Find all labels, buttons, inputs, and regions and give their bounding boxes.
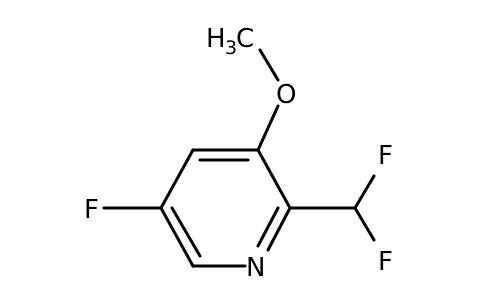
bond-c4-c5 bbox=[159, 148, 195, 210]
methyl-c-label: C bbox=[236, 24, 254, 54]
bond-c5-c6-double bbox=[170, 206, 202, 258]
bond-chf2-f-bottom bbox=[353, 206, 376, 242]
bond-c2-c3 bbox=[256, 148, 292, 210]
fluorine-ring-label: F bbox=[84, 195, 99, 225]
fluorine-bottom-label: F bbox=[378, 247, 393, 277]
bond-n-c2 bbox=[266, 206, 292, 252]
oxygen-label: O bbox=[276, 80, 296, 110]
bond-ch3-o bbox=[258, 48, 280, 82]
bond-o-c3 bbox=[256, 104, 280, 152]
bond-group bbox=[102, 48, 376, 268]
nitrogen-label: N bbox=[246, 253, 265, 283]
bond-n-c2-double bbox=[256, 206, 280, 248]
methyl-h-subscript: 3 bbox=[225, 37, 237, 59]
bond-c5-c6 bbox=[159, 206, 195, 268]
methyl-h-label: H bbox=[206, 24, 226, 54]
fluorine-top-label: F bbox=[378, 141, 393, 171]
atom-label-group: H 3 C O F F F N bbox=[84, 24, 393, 283]
bond-chf2-f-top bbox=[353, 174, 376, 210]
